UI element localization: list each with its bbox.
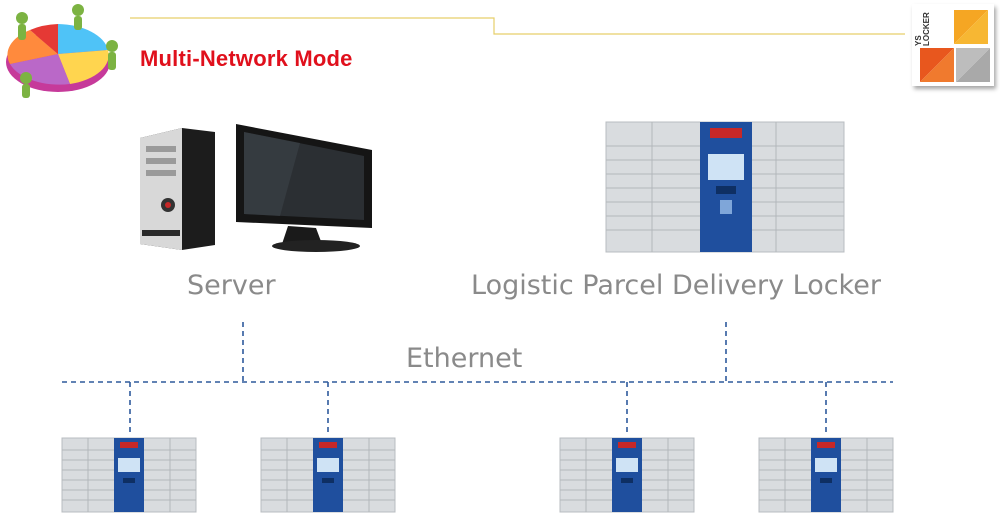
parcel-locker-node-2-icon (260, 437, 396, 513)
ys-locker-logo-text: YS LOCKER (914, 12, 931, 46)
locker-label: Logistic Parcel Delivery Locker (471, 270, 881, 301)
parcel-locker-node-3-icon (559, 437, 695, 513)
parcel-locker-node-4-icon (758, 437, 894, 513)
server-computer-icon (140, 124, 372, 252)
ys-locker-logo: YS LOCKER (912, 4, 994, 86)
ys-locker-logo-mark (920, 10, 990, 82)
parcel-locker-main-icon (605, 121, 845, 253)
ethernet-label: Ethernet (406, 343, 523, 374)
pie-chart-people-icon (6, 4, 118, 98)
header-rule (130, 17, 905, 35)
parcel-locker-node-1-icon (61, 437, 197, 513)
server-label: Server (187, 270, 276, 301)
ethernet-network-lines (62, 322, 893, 436)
page-title: Multi-Network Mode (140, 46, 353, 71)
